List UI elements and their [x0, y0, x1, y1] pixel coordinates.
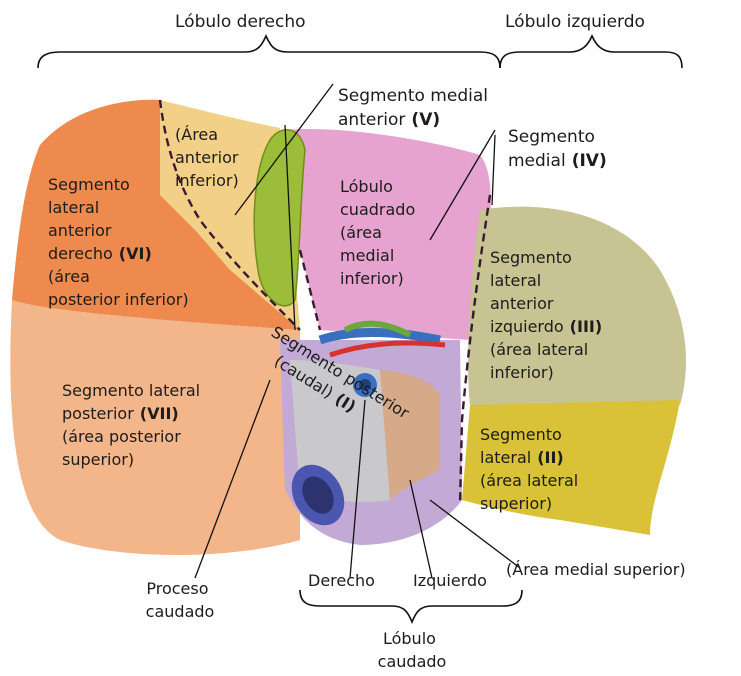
- label-segment-iv: Segmento medial(IV): [508, 127, 607, 171]
- brace-caudate-lobe: [300, 590, 522, 622]
- brace-right-lobe: [38, 36, 500, 68]
- segment-iv-region: [285, 129, 491, 340]
- label-left-caudate: Izquierdo: [413, 571, 487, 590]
- segment-ii-region: [462, 400, 680, 535]
- label-caudate-lobe: Lóbulo caudado: [378, 629, 447, 671]
- label-segment-v: Segmento medial anterior(V): [338, 86, 493, 130]
- label-caudate-process: Proceso caudado: [146, 579, 215, 621]
- label-medial-superior-area: (Área medial superior): [506, 560, 686, 579]
- label-right-lobe: Lóbulo derecho: [175, 12, 306, 32]
- brace-left-lobe: [500, 36, 682, 68]
- label-left-lobe: Lóbulo izquierdo: [505, 12, 645, 32]
- label-right-caudate: Derecho: [308, 571, 375, 590]
